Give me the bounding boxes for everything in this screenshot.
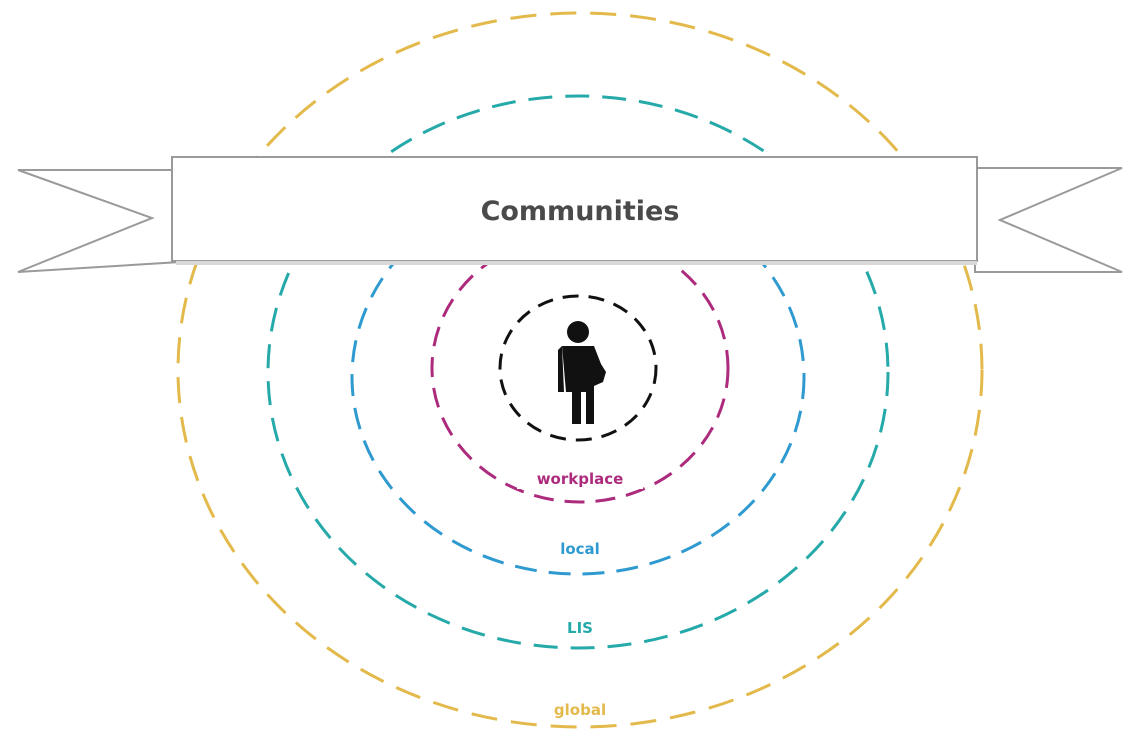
banner: Communities (17, 156, 1123, 273)
ring-label-global: global (554, 701, 606, 719)
ring-label-local: local (560, 540, 600, 558)
ring-individual (498, 294, 658, 442)
ring-label-lis: LIS (567, 619, 593, 637)
banner-main (171, 156, 978, 262)
banner-left-tail (17, 169, 181, 273)
ring-labels: workplace local LIS global (517, 467, 643, 719)
ring-lis (266, 94, 890, 650)
person-icon (558, 321, 606, 424)
ring-global (176, 11, 984, 729)
ring-label-workplace: workplace (537, 470, 624, 488)
banner-right-tail (974, 167, 1123, 273)
page-title: Communities (481, 196, 680, 227)
